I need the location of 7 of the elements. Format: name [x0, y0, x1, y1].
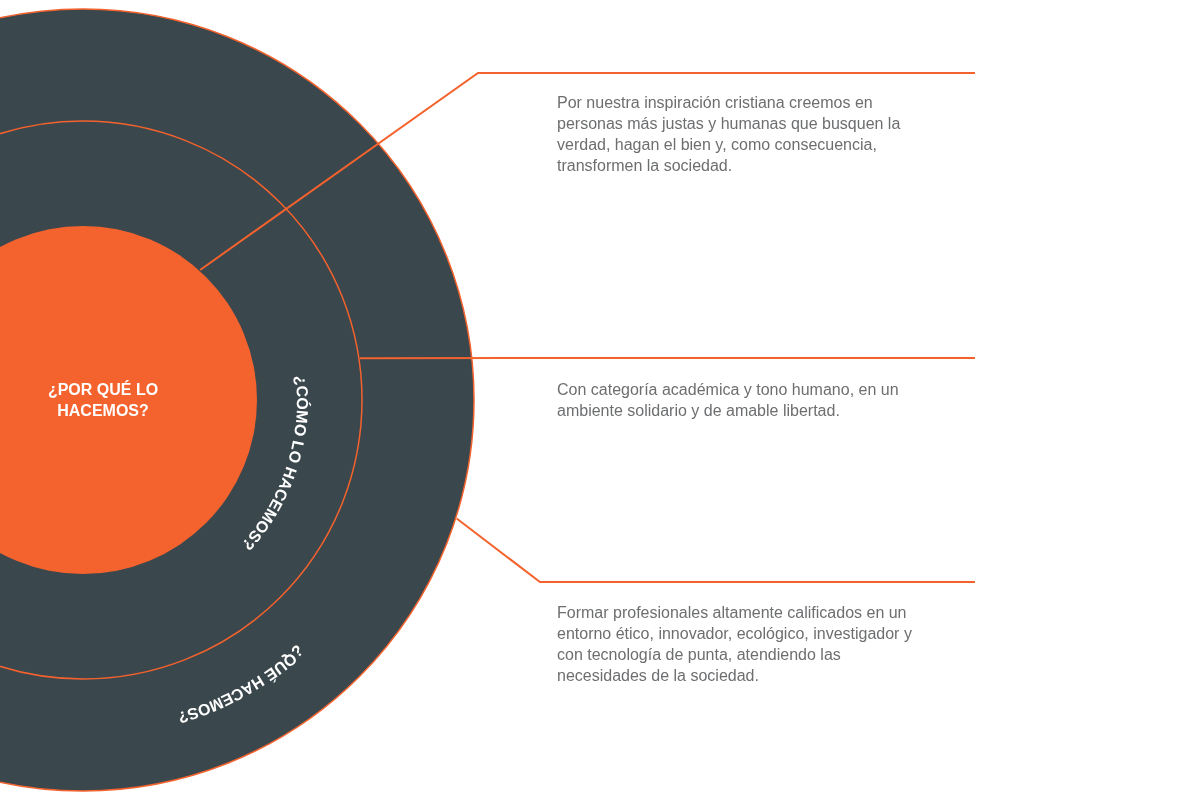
description-text: Con categoría académica y tono humano, en un ambiente solidario y de amable libertad.: [557, 380, 900, 421]
circle-label: ¿POR QUÉ LO HACEMOS?: [46, 379, 160, 421]
leader-line: [199, 72, 976, 271]
leader-line: [358, 357, 976, 360]
leader-line: [455, 517, 976, 583]
description-text: Formar profesionales altamente calificados en un entorno ético, innovador, ecológico, investigador y con tecnología de punta, atendiendo las necesidades de la sociedad.: [557, 603, 913, 686]
description-text: Por nuestra inspiración cristiana creemos en personas más justas y humanas que busquen la verdad, hagan el bien y, como consecuencia, transformen la sociedad.: [557, 93, 902, 176]
